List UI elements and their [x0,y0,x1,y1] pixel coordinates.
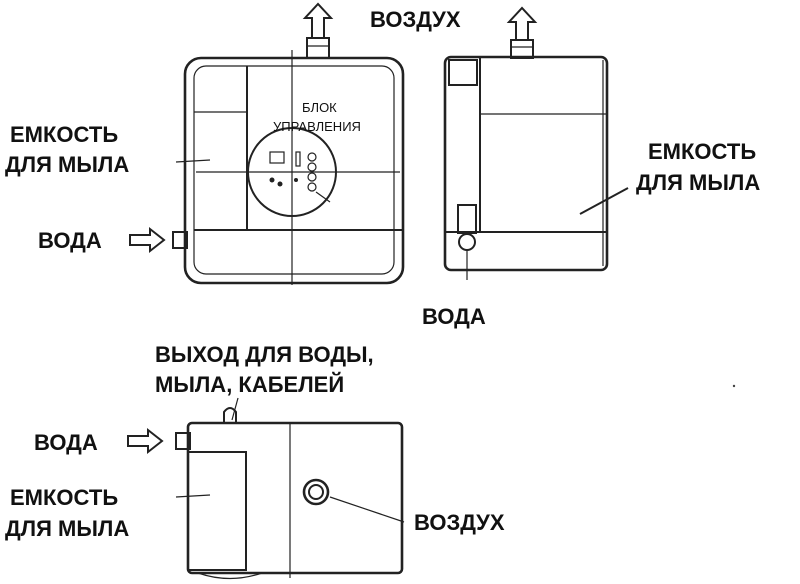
side-view [443,39,629,280]
water-arrow-right-bottom-icon [127,427,164,455]
control-panel-button-1 [307,152,317,162]
control-panel-button-4 [307,182,317,192]
label-outlet-line1: ВЫХОД ДЛЯ ВОДЫ, [155,342,374,367]
front-view-air-fitting [306,37,330,59]
water-arrow-right-icon [129,226,166,254]
top-view-air-nozzle-inner [308,484,324,500]
control-panel-display [269,151,285,164]
top-view-water-fitting [175,432,191,450]
label-control-unit-line2: УПРАВЛЕНИЯ [273,119,361,134]
side-view-body [443,55,609,272]
front-view [172,37,405,285]
control-panel-button-2 [307,162,317,172]
soap-bottom-leader [175,494,211,498]
label-soap-right-line2: ДЛЯ МЫЛА [636,170,760,195]
air-arrow-up-right-icon [506,6,538,41]
control-panel-dial [247,127,337,217]
label-soap-left-line1: ЕМКОСТЬ [10,122,118,147]
top-view-air-nozzle-outer [302,478,330,506]
label-soap-left-line2: ДЛЯ МЫЛА [5,152,129,177]
outlet-leader [231,397,239,421]
air-arrow-up-icon [302,2,334,39]
label-water-bottom: ВОДА [34,430,98,455]
label-water-left: ВОДА [38,228,102,253]
control-panel-dot-3 [294,178,298,182]
label-soap-bottom-line2: ДЛЯ МЫЛА [5,516,129,541]
air-bottom-leader [329,496,405,523]
label-soap-bottom-line1: ЕМКОСТЬ [10,485,118,510]
top-view-outlet [223,407,237,423]
stray-mark [732,384,736,388]
control-unit-leader [315,191,331,203]
label-air-bottom: ВОЗДУХ [414,510,505,535]
control-panel-indicator [295,151,301,167]
top-view [175,397,405,580]
top-view-soap-container [187,451,247,571]
top-view-base-foot [197,572,263,580]
front-view-inner-border [193,65,395,275]
label-water-right: ВОДА [422,304,486,329]
top-view-body [186,421,404,575]
side-view-water-fitting [457,204,477,234]
label-air-top: ВОЗДУХ [370,7,461,32]
soap-left-leader [175,159,211,163]
side-view-air-fitting [510,39,534,59]
soap-right-leader [579,187,629,215]
side-view-top-block [448,59,478,86]
control-panel-dot-2 [277,181,283,187]
front-view-body [183,56,405,285]
side-view-water-nozzle [458,233,476,251]
label-control-unit-line1: БЛОК [302,100,337,115]
control-panel-button-3 [307,172,317,182]
label-soap-right-line1: ЕМКОСТЬ [648,139,756,164]
label-outlet-line2: МЫЛА, КАБЕЛЕЙ [155,372,344,397]
front-view-water-fitting [172,231,188,249]
control-panel-dot-1 [269,177,275,183]
